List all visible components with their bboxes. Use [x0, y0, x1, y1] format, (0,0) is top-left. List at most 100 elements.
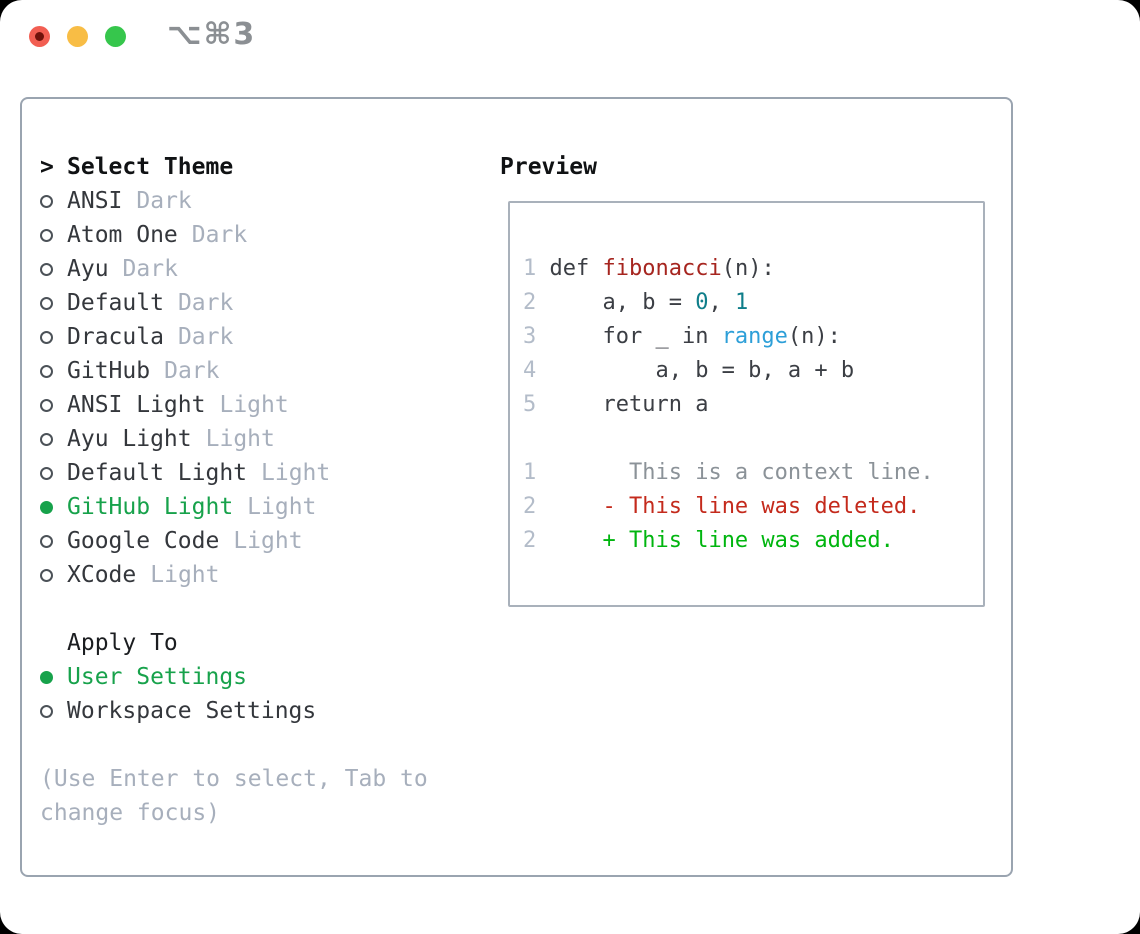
section-gap	[40, 592, 468, 626]
theme-item-label: Ayu	[67, 256, 109, 282]
radio-unselected-icon	[40, 262, 53, 276]
radio-unselected-icon	[40, 432, 53, 446]
theme-item-label: ANSI	[67, 188, 123, 214]
blank-line	[523, 421, 983, 455]
code-line: 5 return a	[523, 387, 983, 421]
theme-variant-tag: Dark	[164, 358, 220, 384]
section-gap	[40, 728, 468, 762]
theme-item-dracula[interactable]: Dracula Dark	[40, 320, 468, 354]
radio-selected-icon	[40, 670, 53, 684]
token-code: ,	[708, 289, 735, 315]
close-button[interactable]	[29, 26, 50, 47]
radio-unselected-icon	[40, 194, 53, 208]
theme-item-label: Google Code	[67, 528, 220, 554]
line-number: 2	[523, 493, 537, 519]
preview-title: Preview	[500, 154, 597, 180]
radio-unselected-icon	[40, 704, 53, 718]
code-line: 1 This is a context line.	[523, 455, 983, 489]
theme-item-github[interactable]: GitHub Dark	[40, 354, 468, 388]
token-added: + This line was added.	[602, 527, 894, 553]
theme-item-ayu-light[interactable]: Ayu Light Light	[40, 422, 468, 456]
theme-variant-tag: Light	[150, 562, 220, 588]
radio-unselected-icon	[40, 228, 53, 242]
theme-variant-tag: Dark	[177, 290, 234, 316]
theme-item-label: Default Light	[67, 460, 248, 486]
line-number: 2	[523, 527, 537, 553]
radio-unselected-icon	[40, 466, 53, 480]
line-number: 3	[523, 323, 537, 349]
theme-item-label: GitHub	[67, 358, 151, 384]
theme-variant-tag: Light	[219, 392, 289, 418]
radio-unselected-icon	[40, 364, 53, 378]
theme-item-label: Default	[67, 290, 164, 316]
theme-item-label: ANSI Light	[67, 392, 206, 418]
selection-cursor-icon: >	[40, 154, 54, 180]
select-theme-header: > Select Theme	[40, 150, 468, 184]
token-code: a, b = b, a + b	[549, 357, 855, 383]
apply-to-item-label: User Settings	[67, 664, 248, 690]
theme-item-ayu[interactable]: Ayu Dark	[40, 252, 468, 286]
code-line: 2 a, b = 0, 1	[523, 285, 983, 319]
radio-unselected-icon	[40, 534, 53, 548]
theme-variant-tag: Light	[205, 426, 275, 452]
apply-to-item-workspace-settings[interactable]: Workspace Settings	[40, 694, 468, 728]
radio-unselected-icon	[40, 330, 53, 344]
theme-item-google-code[interactable]: Google Code Light	[40, 524, 468, 558]
theme-item-default-light[interactable]: Default Light Light	[40, 456, 468, 490]
token-builtin: range	[721, 323, 788, 349]
token-num: 0	[695, 289, 709, 315]
theme-item-github-light[interactable]: GitHub Light Light	[40, 490, 468, 524]
theme-item-label: Ayu Light	[67, 426, 192, 452]
minimize-button[interactable]	[67, 26, 88, 47]
token-code: return a	[549, 391, 709, 417]
theme-variant-tag: Light	[233, 528, 303, 554]
apply-to-header: Apply To	[40, 626, 468, 660]
apply-to-item-user-settings[interactable]: User Settings	[40, 660, 468, 694]
token-code: def	[549, 255, 603, 281]
token-func: fibonacci	[602, 255, 722, 281]
token-deleted: - This line was deleted.	[602, 493, 921, 519]
theme-variant-tag: Dark	[177, 324, 234, 350]
token-code	[550, 528, 603, 553]
radio-unselected-icon	[40, 568, 53, 582]
theme-variant-tag: Dark	[122, 256, 178, 282]
apply-to-item-label: Workspace Settings	[67, 698, 317, 724]
code-line: 4 a, b = b, a + b	[523, 353, 983, 387]
keyboard-hint: (Use Enter to select, Tab to change focu…	[40, 766, 428, 826]
title-bar: ⌥⌘3	[0, 0, 1140, 97]
token-context: This is a context line.	[549, 459, 934, 485]
line-number: 1	[523, 255, 537, 281]
theme-item-label: Dracula	[67, 324, 164, 350]
theme-item-label: XCode	[67, 562, 137, 588]
token-code: a, b =	[549, 289, 696, 315]
theme-variant-tag: Light	[247, 494, 317, 520]
line-number: 2	[523, 289, 537, 315]
token-code: (n):	[787, 323, 841, 349]
theme-variant-tag: Light	[261, 460, 331, 486]
apply-to-title: Apply To	[67, 630, 178, 656]
line-number: 1	[523, 459, 537, 485]
code-line: 1 def fibonacci(n):	[523, 251, 983, 285]
theme-item-label: GitHub Light	[67, 494, 234, 520]
line-number: 4	[523, 357, 537, 383]
radio-unselected-icon	[40, 398, 53, 412]
theme-item-ansi-light[interactable]: ANSI Light Light	[40, 388, 468, 422]
theme-item-xcode[interactable]: XCode Light	[40, 558, 468, 592]
token-code: (n):	[721, 255, 775, 281]
radio-unselected-icon	[40, 296, 53, 310]
traffic-lights	[29, 26, 126, 47]
code-line: 2 + This line was added.	[523, 523, 983, 557]
theme-item-default[interactable]: Default Dark	[40, 286, 468, 320]
zoom-button[interactable]	[105, 26, 126, 47]
token-num: 1	[734, 289, 749, 315]
token-code: for _ in	[549, 323, 722, 349]
code-line: 3 for _ in range(n):	[523, 319, 983, 353]
